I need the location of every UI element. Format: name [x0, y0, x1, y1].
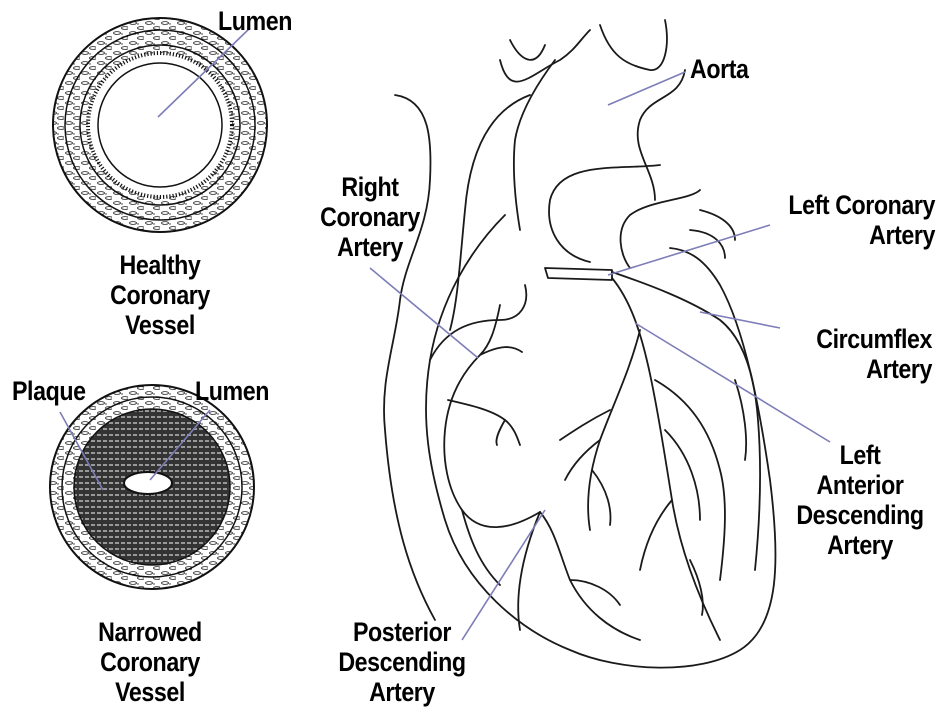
leader-left-coronary	[608, 225, 770, 275]
label-aorta: Aorta	[690, 54, 793, 84]
label-posterior-descending-artery: Posterior Descending Artery	[325, 617, 480, 707]
label-left-coronary-artery: Left Coronary Artery	[759, 190, 935, 250]
narrowed-vessel	[50, 385, 254, 589]
healthy-vessel	[53, 18, 267, 232]
label-plaque: Plaque	[12, 376, 115, 406]
caption-narrowed-vessel: Narrowed Coronary Vessel	[64, 617, 236, 707]
label-healthy-lumen: Lumen	[208, 6, 303, 36]
label-right-coronary-artery: Right Coronary Artery	[306, 172, 435, 262]
caption-healthy-vessel: Healthy Coronary Vessel	[74, 250, 246, 340]
heart	[384, 20, 776, 668]
leader-right-coronary	[370, 268, 478, 358]
label-left-anterior-descending-artery: Left Anterior Descending Artery	[791, 440, 929, 560]
leader-circumflex	[700, 312, 780, 328]
heart-leaders	[370, 72, 830, 640]
healthy-lumen	[98, 63, 222, 187]
narrowed-lumen	[124, 472, 172, 494]
label-circumflex-artery: Circumflex Artery	[793, 324, 932, 384]
leader-aorta	[608, 72, 685, 105]
label-narrowed-lumen: Lumen	[195, 376, 298, 406]
